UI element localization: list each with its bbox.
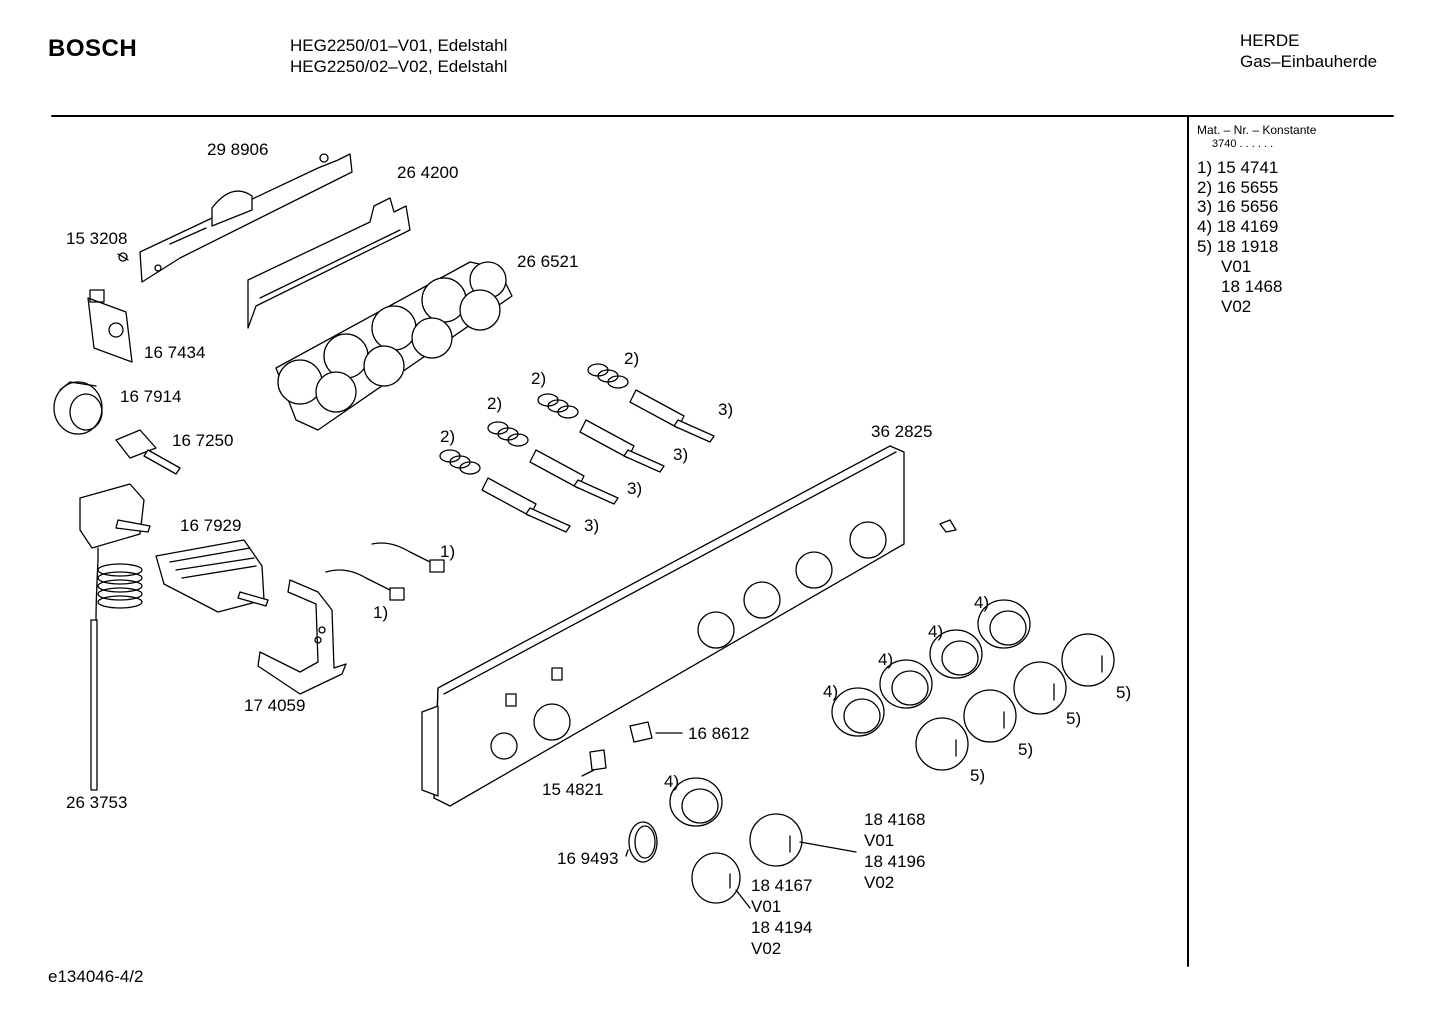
- callout-4-c: 4): [878, 650, 894, 669]
- callout-3-c: 3): [627, 479, 643, 498]
- knob-184168: [749, 813, 857, 867]
- legend-line-5: 5) 18 1918: [1197, 237, 1279, 256]
- callout-1-b: 1): [373, 603, 389, 622]
- callout-2-d: 2): [440, 427, 456, 446]
- wire-connector-1a: [371, 542, 445, 573]
- knob-4: [1061, 633, 1115, 687]
- shaft-1: [481, 477, 571, 533]
- callout-4-d: 4): [823, 682, 839, 701]
- knob-ring-3: [929, 629, 983, 679]
- callout-5-c: 5): [1018, 740, 1034, 759]
- category-title: HERDE: [1240, 31, 1300, 50]
- clip-168612: [629, 721, 683, 743]
- callout-4-a: 4): [974, 593, 990, 612]
- label-298906: 29 8906: [207, 140, 269, 159]
- label-184194: 18 4194: [751, 918, 813, 937]
- callout-3-d: 3): [584, 516, 600, 535]
- legend-constant: 3740 . . . . . .: [1212, 138, 1274, 150]
- label-174059: 17 4059: [244, 696, 306, 715]
- legend-line-2: 2) 16 5655: [1197, 178, 1279, 197]
- label-184167: 18 4167: [751, 876, 813, 895]
- legend-line-7: 18 1468: [1221, 277, 1283, 296]
- screw-153208: [117, 252, 129, 262]
- label-167929: 16 7929: [180, 516, 242, 535]
- callout-1-a: 1): [440, 542, 456, 561]
- callout-2-c: 2): [487, 394, 503, 413]
- shaft-167250: [115, 429, 181, 475]
- label-167434: 16 7434: [144, 343, 206, 362]
- label-362825: 36 2825: [871, 422, 933, 441]
- label-v02-a: V02: [864, 873, 895, 892]
- label-184168: 18 4168: [864, 810, 926, 829]
- callout-3-b: 3): [673, 445, 689, 464]
- callout-3-a: 3): [718, 400, 734, 419]
- ring-167914: [53, 381, 103, 435]
- housing-266521: [275, 261, 513, 431]
- model-line-2: HEG2250/02–V02, Edelstahl: [290, 57, 508, 76]
- label-263753: 26 3753: [66, 793, 128, 812]
- knob-ring-2: [879, 659, 933, 709]
- bracket-174059: [257, 579, 347, 695]
- legend-line-6: V01: [1221, 257, 1252, 276]
- wire-connector-1b: [325, 569, 405, 601]
- legend-line-3: 3) 16 5656: [1197, 197, 1279, 216]
- knob-184167: [691, 852, 751, 909]
- knob-2: [963, 689, 1017, 743]
- label-v01-a: V01: [864, 831, 895, 850]
- knob-1: [915, 717, 969, 771]
- spring-3: [537, 393, 579, 419]
- knob-ring-5: [669, 777, 723, 827]
- document-id: e134046-4/2: [48, 967, 144, 986]
- brand-logo: BOSCH: [48, 35, 138, 62]
- callout-5-b: 5): [1066, 709, 1082, 728]
- legend-line-4: 4) 18 4169: [1197, 217, 1279, 236]
- bracket-264200: [247, 197, 411, 329]
- label-184196: 18 4196: [864, 852, 926, 871]
- label-167250: 16 7250: [172, 431, 234, 450]
- label-167914: 16 7914: [120, 387, 182, 406]
- panel-362825: [421, 445, 905, 807]
- knob-3: [1013, 661, 1067, 715]
- shaft-3: [579, 419, 665, 473]
- legend-line-1: 1) 15 4741: [1197, 158, 1279, 177]
- shaft-2: [529, 449, 619, 505]
- legend-line-8: V02: [1221, 297, 1252, 316]
- callout-4-b: 4): [928, 622, 944, 641]
- knob-ring-4: [977, 599, 1031, 649]
- spring-2: [487, 421, 529, 447]
- knob-ring-1: [831, 687, 885, 737]
- shaft-4: [629, 389, 715, 443]
- spring-1: [439, 449, 481, 475]
- board-167434: [87, 289, 133, 363]
- label-154821: 15 4821: [542, 780, 604, 799]
- subcategory-title: Gas–Einbauherde: [1240, 52, 1378, 71]
- bracket-298906: [139, 153, 353, 283]
- model-line-1: HEG2250/01–V01, Edelstahl: [290, 36, 508, 55]
- callout-2-a: 2): [624, 349, 640, 368]
- label-266521: 26 6521: [517, 252, 579, 271]
- switch-167929: [155, 539, 269, 613]
- thermostat-263753: [79, 483, 151, 791]
- label-v01-b: V01: [751, 897, 782, 916]
- callout-5-a: 5): [1116, 683, 1132, 702]
- label-169493: 16 9493: [557, 849, 619, 868]
- label-153208: 15 3208: [66, 229, 128, 248]
- spring-4: [587, 363, 629, 389]
- clip-154821: [581, 749, 607, 777]
- clip-small: [939, 519, 957, 533]
- callout-4-e: 4): [664, 772, 680, 791]
- label-v02-b: V02: [751, 939, 782, 958]
- label-168612: 16 8612: [688, 724, 750, 743]
- callout-5-d: 5): [970, 766, 986, 785]
- ring-169493: [625, 821, 658, 863]
- callout-2-b: 2): [531, 369, 547, 388]
- label-264200: 26 4200: [397, 163, 459, 182]
- legend-title: Mat. – Nr. – Konstante: [1197, 123, 1317, 137]
